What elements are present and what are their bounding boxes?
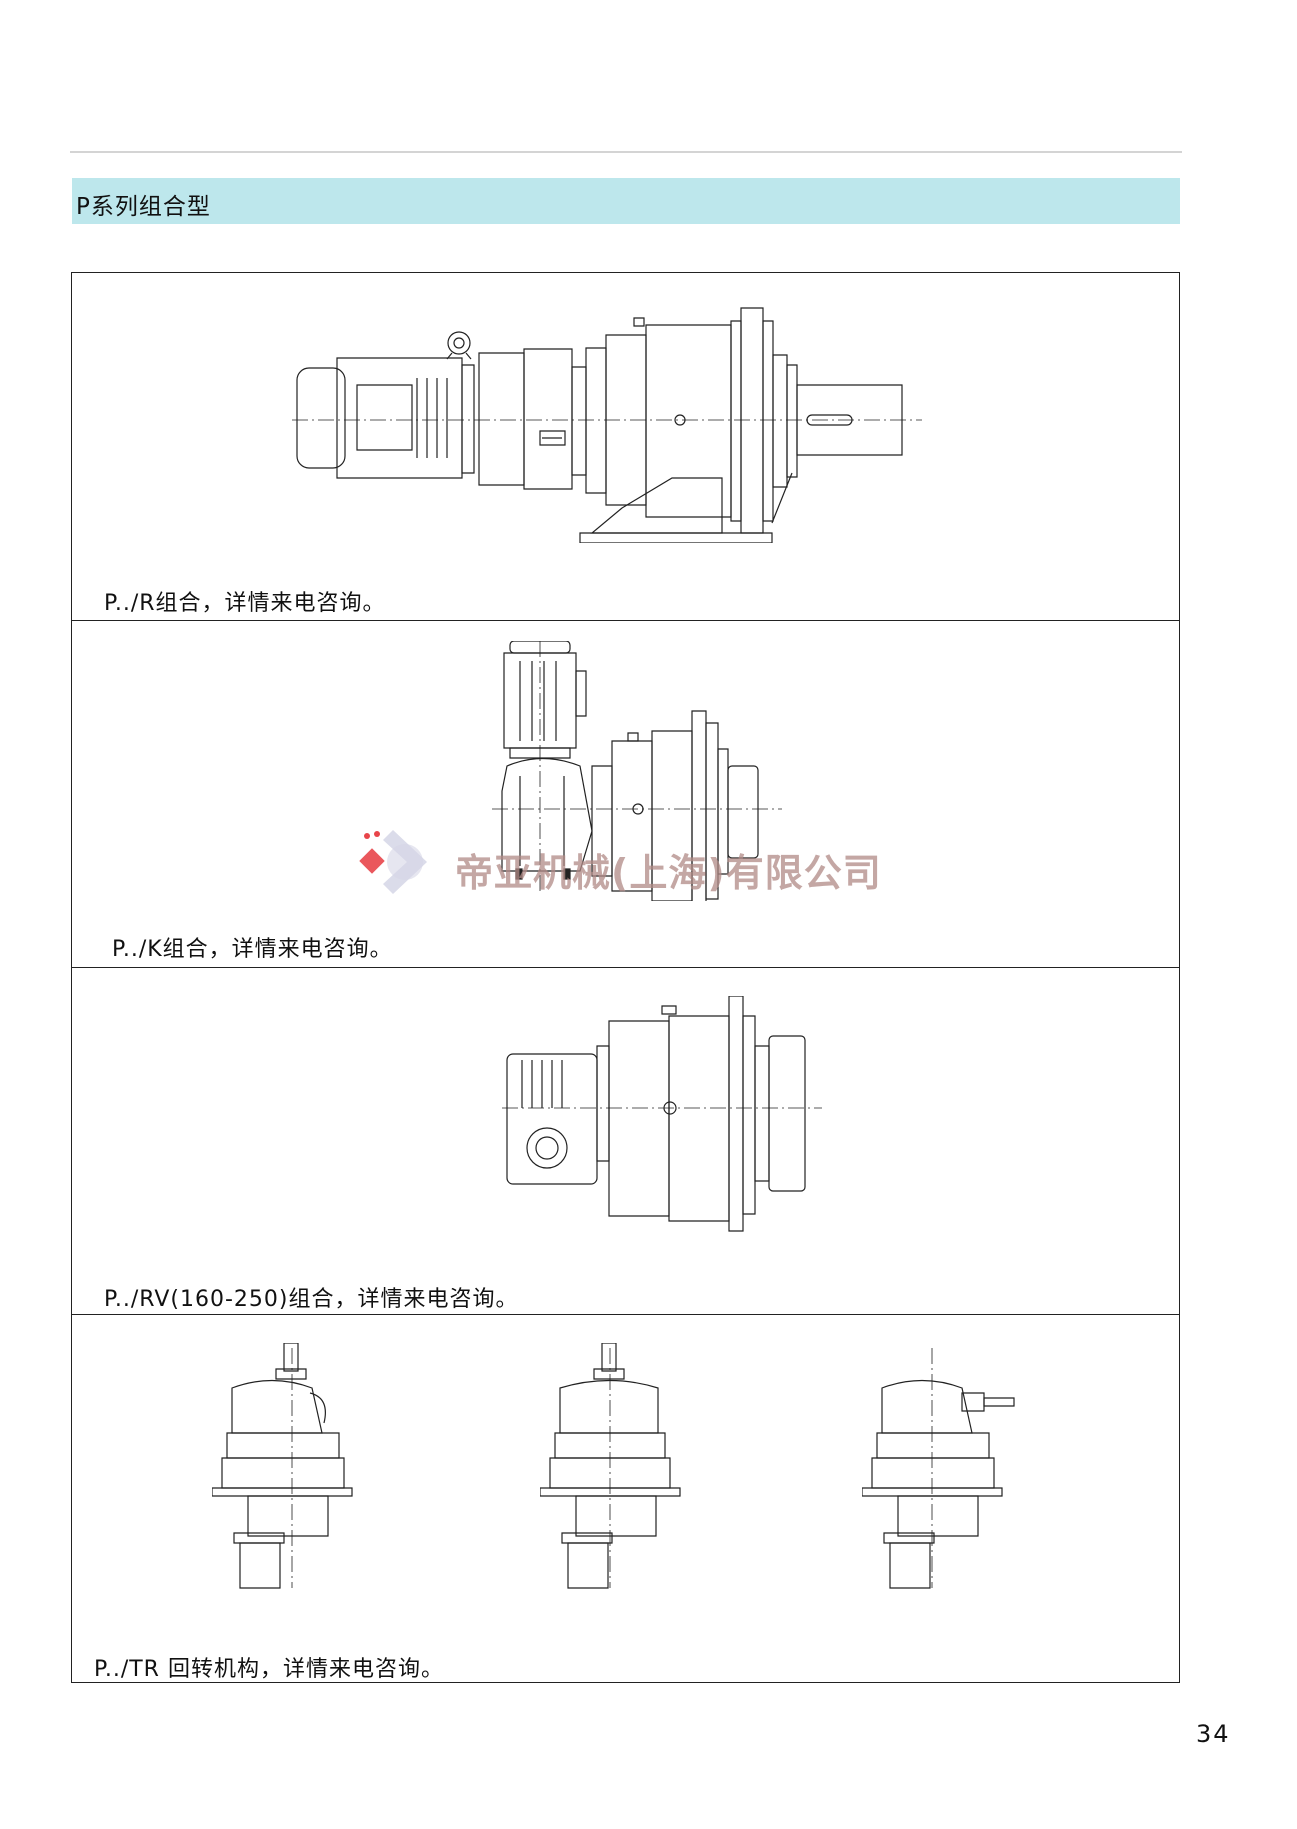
table-row-k-combination: P../K组合，详情来电咨询。 <box>72 621 1179 968</box>
slewing-mechanism-drawing <box>212 1343 372 1593</box>
row-caption: P../TR 回转机构，详情来电咨询。 <box>94 1657 444 1682</box>
company-watermark: 帝亚机械(上海)有限公司 <box>355 822 881 902</box>
planetary-gearbox-with-helical-motor-drawing <box>282 293 982 543</box>
planetary-gearbox-with-worm-drive-drawing <box>502 996 922 1236</box>
row-caption: P../R组合，详情来电咨询。 <box>104 591 386 616</box>
planetary-gearbox-with-bevel-motor-drawing <box>492 641 912 901</box>
top-divider <box>70 151 1182 153</box>
row-caption: P../RV(160-250)组合，详情来电咨询。 <box>104 1287 519 1312</box>
company-logo-icon <box>359 830 427 894</box>
slewing-mechanism-drawing <box>540 1343 700 1593</box>
page-number: 34 <box>1196 1720 1231 1748</box>
slewing-mechanism-drawing <box>862 1343 1042 1593</box>
table-row-r-combination: P../R组合，详情来电咨询。 <box>72 273 1179 621</box>
section-title-banner: P系列组合型 <box>72 178 1180 224</box>
section-title: P系列组合型 <box>76 194 211 220</box>
table-row-rv-combination: P../RV(160-250)组合，详情来电咨询。 <box>72 968 1179 1315</box>
table-row-tr-slewing: P../TR 回转机构，详情来电咨询。 <box>72 1315 1179 1684</box>
watermark-text: 帝亚机械(上海)有限公司 <box>455 851 882 895</box>
combination-table: P../R组合，详情来电咨询。 <box>71 272 1180 1683</box>
row-caption: P../K组合，详情来电咨询。 <box>112 937 393 962</box>
